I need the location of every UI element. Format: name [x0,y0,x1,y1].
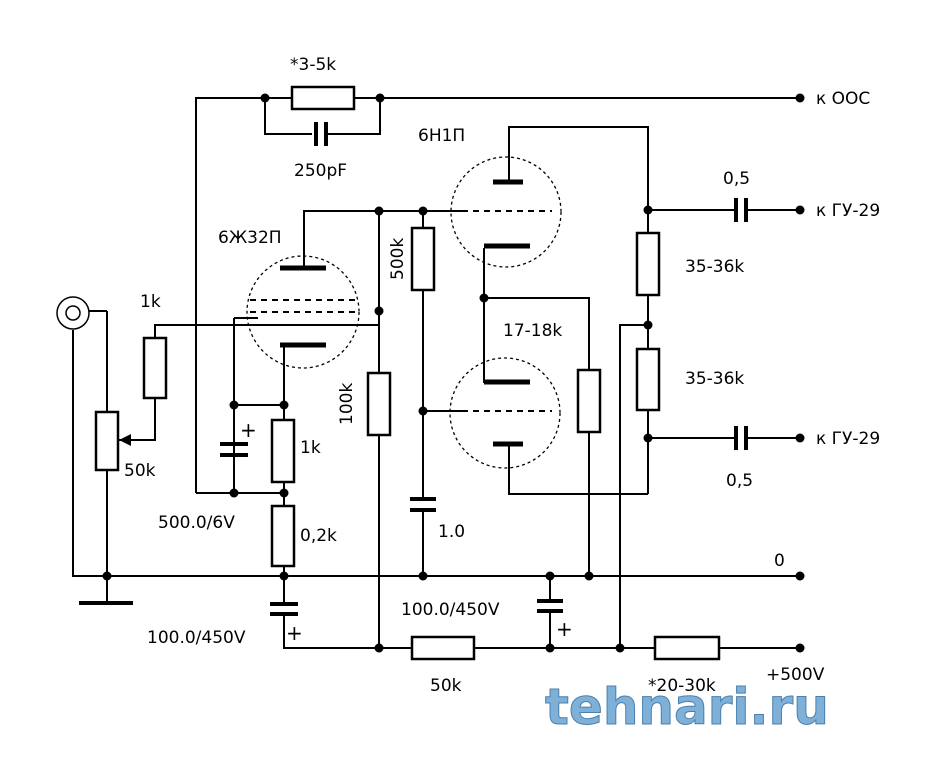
label-r-supply1: 50k [430,676,462,696]
terminal-out2: к ГУ-29 [816,429,880,449]
label-r-volume: 50k [124,461,156,481]
resistor-screen [366,371,392,437]
wiper-arrow-icon [119,434,131,446]
terminal-feedback: к ООС [816,89,870,109]
watermark: tehnari.ru [545,678,829,736]
label-r-grid-stop: 1k [140,292,161,312]
label-r-cathode2: 0,2k [300,526,337,546]
resistor-cathode2 [270,504,296,568]
capacitors [220,122,748,616]
input-jack-icon [56,296,107,330]
label-r-cathode: 1k [300,438,321,458]
label-r-grid-leak: 500k [388,238,408,280]
label-pentode: 6Ж32П [218,228,282,248]
resistor-anode2 [635,347,661,412]
label-c-cathode: 500.0/6V [158,513,235,533]
label-c-out2: 0,5 [726,471,753,491]
triode-upper [450,156,562,268]
plus-supply2-cap: + [556,617,573,641]
resistor-tail [576,368,602,434]
resistor-supply1 [410,635,476,661]
triode-lower [449,357,561,469]
resistor-cathode [270,418,296,484]
label-r-tail: 17-18k [503,321,562,341]
label-r-feedback: *3-5k [290,55,336,75]
label-r-anode1: 35-36k [685,257,744,277]
plus-supply1-cap: + [286,621,303,645]
label-triode: 6Н1П [418,126,465,146]
resistor-feedback [290,85,356,111]
terminal-out1: к ГУ-29 [816,201,880,221]
label-r-anode2: 35-36k [685,369,744,389]
resistor-supply2 [653,635,721,661]
label-c-supply2: 100.0/450V [401,600,500,620]
label-c-feedback: 250pF [294,161,347,181]
terminal-supply: +500V [766,665,825,685]
label-c-supply1: 100.0/450V [147,628,246,648]
label-r-screen: 100k [337,383,357,425]
resistor-anode1 [635,231,661,297]
junction-dots [102,93,805,653]
terminal-ground: 0 [774,551,785,571]
label-c-grid: 1.0 [438,522,465,542]
plus-cathode-cap: + [240,418,257,442]
resistor-volume [94,410,120,472]
resistors [94,85,721,661]
pentode-tube [246,255,360,369]
label-r-supply2: *20-30k [648,676,716,696]
resistor-grid-leak [410,226,436,292]
resistor-grid-stop [142,336,168,400]
label-c-out1: 0,5 [723,169,750,189]
